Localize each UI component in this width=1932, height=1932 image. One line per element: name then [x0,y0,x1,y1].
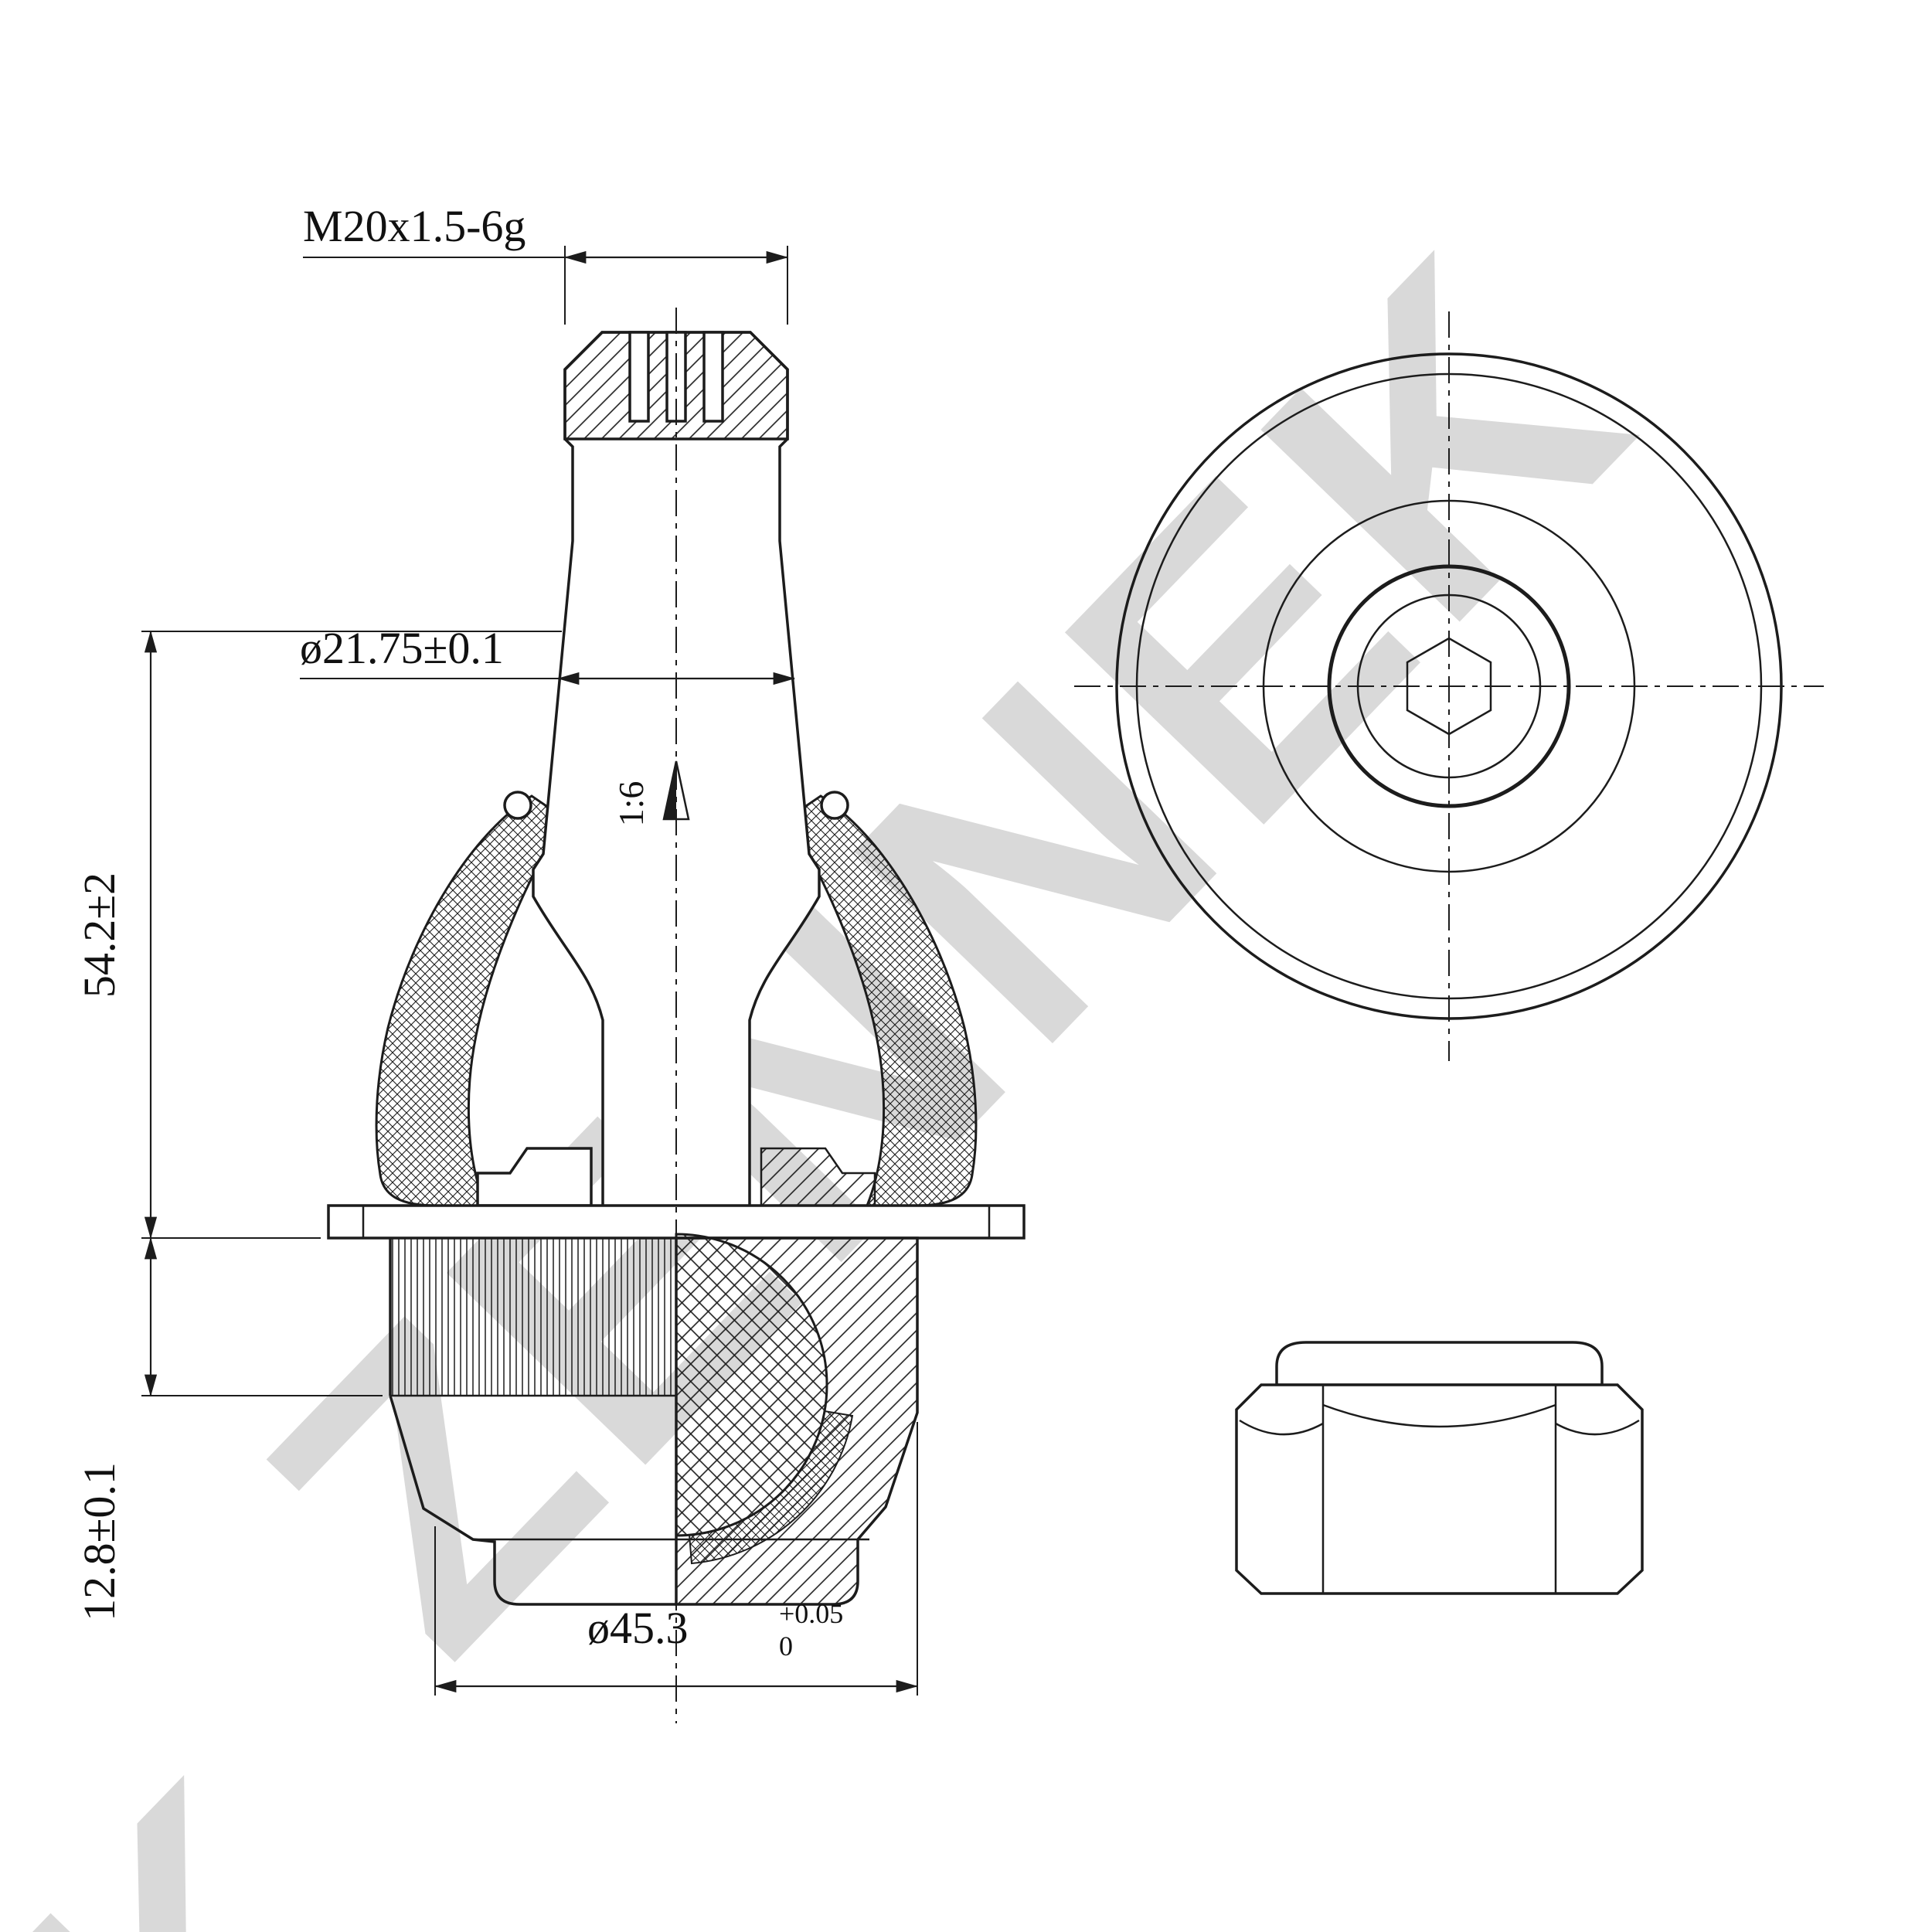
nut-insert-dome [1275,1341,1604,1386]
thread-length-label: 12.8±0.1 [74,1462,124,1621]
nut-hex-body [1235,1383,1644,1595]
housing-tol-plus-label: +0.05 [779,1598,843,1629]
nut-chamfer-arc-right [1555,1419,1640,1436]
housing-diameter-label: ø45.3 [587,1603,689,1653]
dimensions: M20x1.5-6g ø21.75±0.1 54.2±2 12.8±0.1 ø4… [74,201,919,1696]
dim-thread-length: 12.8±0.1 [74,1236,383,1621]
housing-left-outline [389,1395,676,1606]
nut-view [1235,1341,1644,1595]
boot-ring-left [503,791,532,820]
body-height-label: 54.2±2 [74,872,124,998]
nut-chamfer-arc-middle [1322,1403,1556,1428]
top-view [1074,311,1824,1061]
dust-boot-right [784,794,978,1207]
watermark-corner-text: ZENNEK [0,1696,464,1932]
dim-thread-spec: M20x1.5-6g [303,201,789,325]
taper-ratio-label: 1:6 [611,781,651,827]
knurl-thread [390,1238,676,1396]
front-view: 1:6 [327,308,1026,1723]
boot-ring-right [820,791,849,820]
thread-spec-label: M20x1.5-6g [303,201,526,251]
bearing-liner [688,1410,854,1565]
dim-housing-diameter: ø45.3 +0.05 0 [434,1422,919,1696]
watermark: ZENNEK ZENNEK [0,170,1714,1932]
thread-slot [628,331,650,423]
dim-body-height: 54.2±2 [74,630,562,1240]
thread-slot [702,331,724,423]
taper-diameter-label: ø21.75±0.1 [300,623,504,673]
housing-tol-zero-label: 0 [779,1631,793,1662]
nut-chamfer-arc-left [1239,1419,1324,1436]
